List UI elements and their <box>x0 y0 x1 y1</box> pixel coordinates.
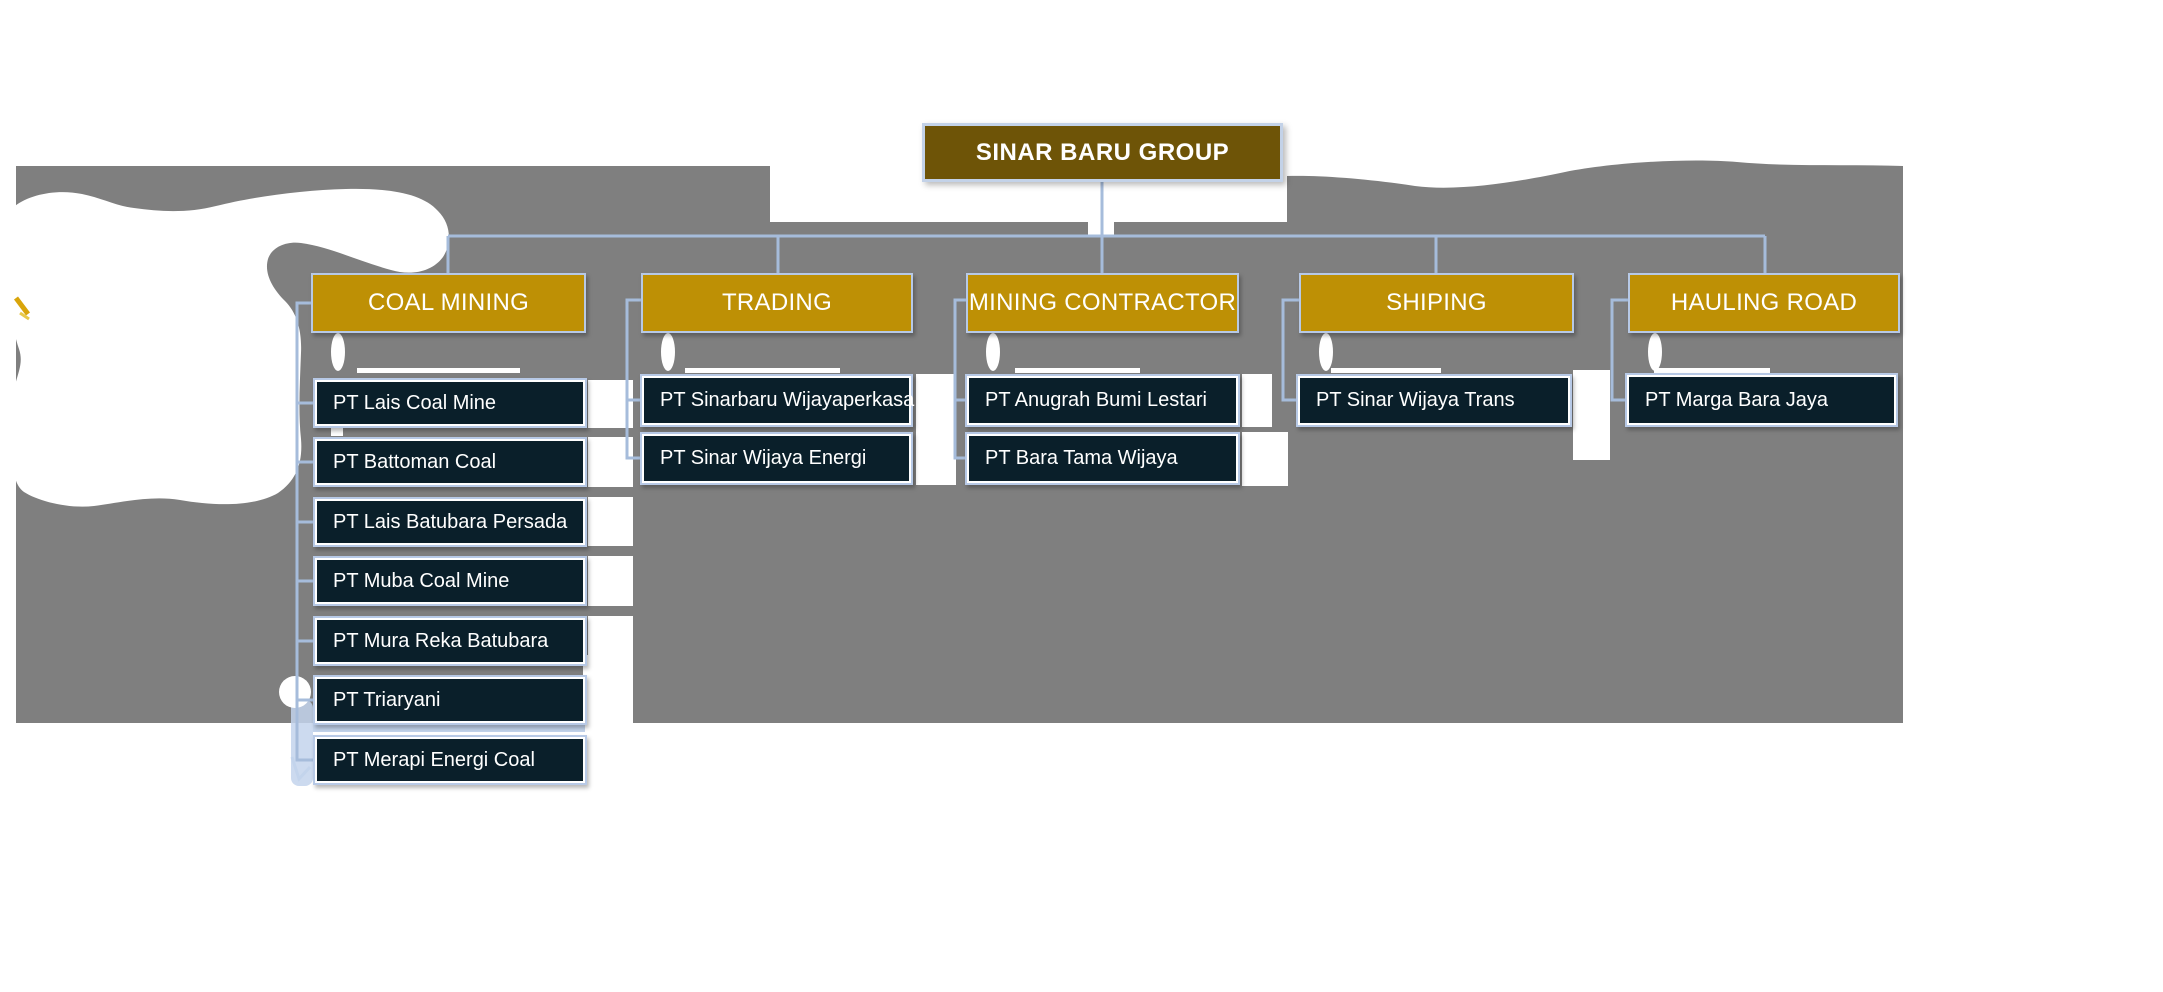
division-header-coal-mining: COAL MINING <box>311 273 586 333</box>
company-box-pt-lais-coal-mine: PT Lais Coal Mine <box>313 378 587 428</box>
white-streaks <box>357 368 1770 373</box>
company-box-pt-lais-batubara-persada: PT Lais Batubara Persada <box>313 497 587 547</box>
company-box-pt-muba-coal-mine: PT Muba Coal Mine <box>313 556 587 606</box>
hand-blob <box>12 188 449 507</box>
company-box-pt-triaryani: PT Triaryani <box>313 675 587 725</box>
division-header-mining-contractor: MINING CONTRACTOR <box>966 273 1239 333</box>
connector-lines <box>295 182 1767 762</box>
company-box-pt-sinar-wijaya-trans: PT Sinar Wijaya Trans <box>1296 374 1572 427</box>
yellow-mark <box>14 296 30 321</box>
company-box-pt-battoman-coal: PT Battoman Coal <box>313 437 587 487</box>
company-box-pt-sinar-wijaya-energi: PT Sinar Wijaya Energi <box>640 432 913 485</box>
division-header-hauling-road: HAULING ROAD <box>1628 273 1900 333</box>
company-box-pt-anugrah-bumi-lestari: PT Anugrah Bumi Lestari <box>965 374 1240 427</box>
erased-arrow-blobs <box>331 333 1662 436</box>
company-box-pt-merapi-energi-coal: PT Merapi Energi Coal <box>313 735 587 785</box>
group-root-node: SINAR BARU GROUP <box>922 123 1283 182</box>
division-header-trading: TRADING <box>641 273 913 333</box>
company-box-pt-bara-tama-wijaya: PT Bara Tama Wijaya <box>965 432 1240 485</box>
white-remnant-line <box>1023 191 1143 197</box>
company-box-pt-marga-bara-jaya: PT Marga Bara Jaya <box>1625 373 1898 427</box>
division-header-shiping: SHIPING <box>1299 273 1574 333</box>
company-box-pt-sinarbaru-wijayaperkasa: PT Sinarbaru Wijayaperkasa <box>640 374 914 427</box>
company-box-pt-mura-reka-batubara: PT Mura Reka Batubara <box>313 616 587 666</box>
